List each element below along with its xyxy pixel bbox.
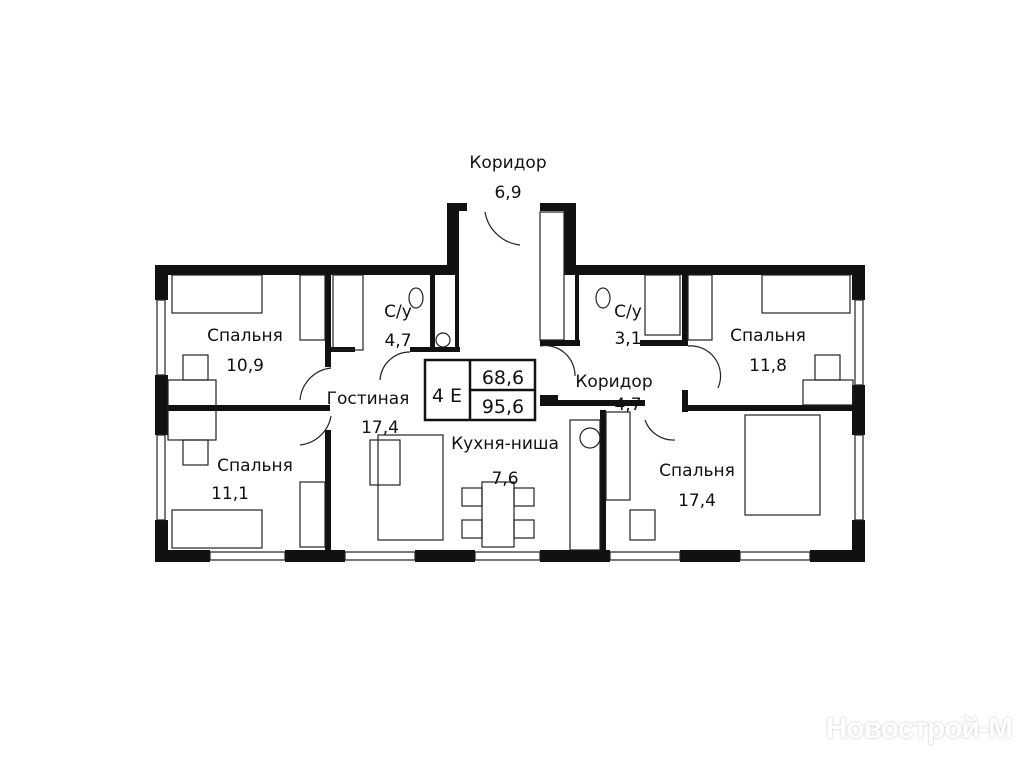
room-area: 10,9 [226,356,264,376]
room-name: Спальня [207,326,283,346]
room-name: С/у [384,302,412,322]
room-name: Гостиная [327,389,410,409]
room-name: Коридор [575,372,652,392]
room-labels: Коридор 6,9 Спальня 10,9 С/у 4,7 С/у 3,1… [207,153,806,511]
room-area: 11,8 [749,356,787,376]
doors [299,211,722,446]
room-area: 7,6 [491,469,518,489]
room-name: Спальня [730,326,806,346]
closets [299,211,713,548]
room-area: 17,4 [361,418,399,438]
watermark: Новострой-М [825,712,1013,745]
room-name: С/у [614,302,642,322]
room-area: 17,4 [678,491,716,511]
room-name: Спальня [217,456,293,476]
room-area: 4,7 [614,395,641,415]
apartment-type: 4 E [432,385,462,407]
total-area: 95,6 [482,396,524,418]
room-area: 3,1 [614,329,641,349]
room-area: 6,9 [494,183,521,203]
room-name: Коридор [469,153,546,173]
room-area: 4,7 [384,331,411,351]
room-name: Кухня-ниша [451,434,559,454]
living-area: 68,6 [482,367,524,389]
furniture [167,274,854,551]
room-name: Спальня [659,461,735,481]
room-area: 11,1 [211,484,249,504]
apartment-summary: 4 E 68,6 95,6 [423,358,537,422]
